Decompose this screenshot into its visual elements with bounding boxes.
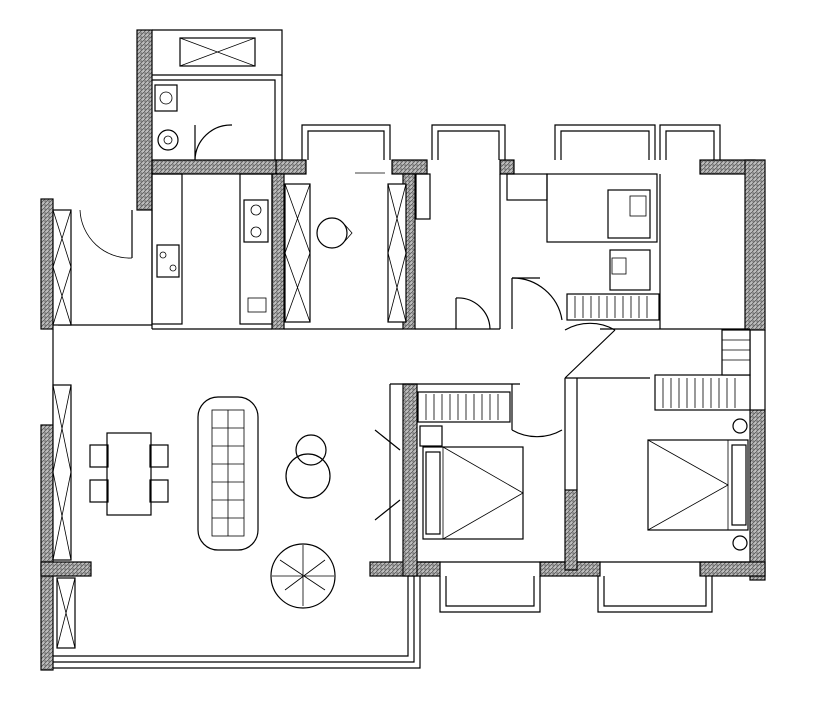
exterior-walls (40, 29, 766, 671)
doors (79, 124, 616, 521)
stove (243, 199, 269, 243)
sink (156, 244, 180, 278)
kitchen (151, 84, 273, 325)
master-bed (647, 439, 749, 531)
double-bed (422, 446, 524, 540)
round-table (316, 217, 348, 249)
toilet (154, 84, 178, 112)
study (415, 173, 660, 321)
washer (157, 129, 179, 151)
round-coffee-table (295, 434, 327, 466)
dining-table (106, 432, 152, 516)
living-room (89, 396, 336, 609)
wardrobe (566, 293, 660, 321)
lounge-chair (270, 543, 336, 609)
wardrobe-bedroom-2 (654, 374, 751, 411)
windows (52, 37, 721, 649)
interior-walls (52, 29, 766, 669)
dining-cabinets (284, 172, 407, 323)
wardrobe-bedroom-1 (417, 391, 511, 423)
bedrooms (417, 329, 751, 551)
